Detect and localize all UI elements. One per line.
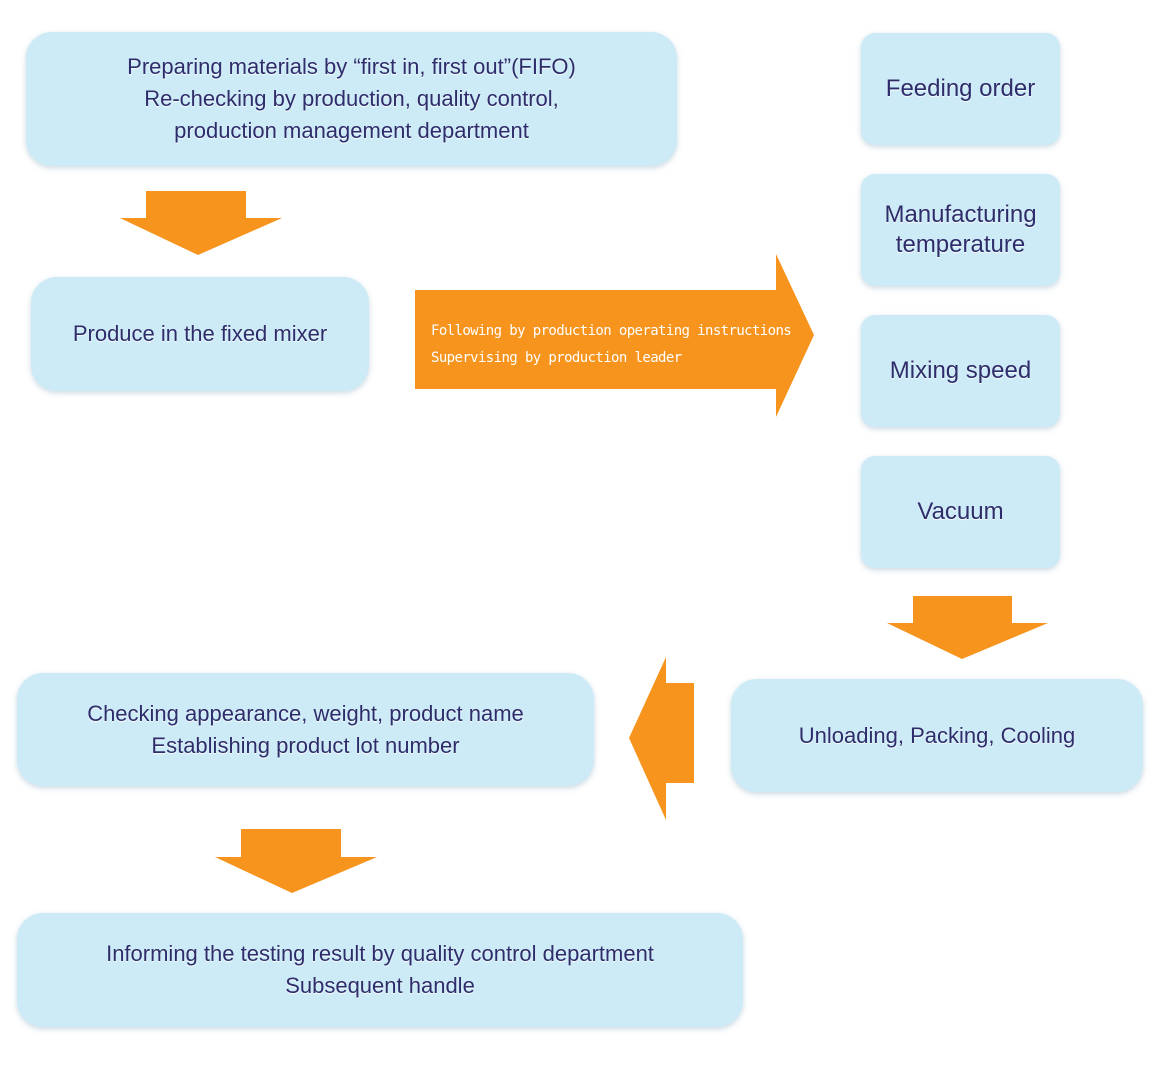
checking-box: Checking appearance, weight, product nam…: [17, 673, 594, 786]
instructions-label: Following by production operating instru…: [431, 318, 792, 372]
param-vacuum: Vacuum: [861, 456, 1060, 568]
param-label: Manufacturing temperature: [884, 201, 1037, 258]
inform-line-1: Informing the testing result by quality …: [106, 941, 654, 966]
prepare-line-1: Preparing materials by “first in, first …: [127, 54, 576, 79]
arrow-down-icon: [120, 191, 282, 255]
produce-mixer-box: Produce in the fixed mixer: [31, 277, 369, 391]
param-label: Feeding order: [885, 75, 1036, 102]
instructions-line-1: Following by production operating instru…: [431, 323, 792, 339]
param-mixing-speed: Mixing speed: [861, 315, 1060, 427]
prepare-materials-box: Preparing materials by “first in, first …: [26, 32, 677, 166]
arrow-down-icon: [215, 829, 377, 893]
param-manufacturing-temperature: Manufacturing temperature: [861, 174, 1060, 286]
unload-line-1: Unloading, Packing, Cooling: [798, 722, 1076, 748]
prepare-line-3: production management department: [174, 118, 529, 143]
param-label: Vacuum: [917, 498, 1004, 525]
param-feeding-order: Feeding order: [861, 33, 1060, 145]
prepare-line-2: Re-checking by production, quality contr…: [144, 86, 559, 111]
check-line-2: Establishing product lot number: [151, 732, 460, 758]
produce-line-1: Produce in the fixed mixer: [72, 321, 328, 346]
param-label: Mixing speed: [889, 357, 1032, 384]
instructions-line-2: Supervising by production leader: [431, 350, 682, 366]
arrow-right-icon: [415, 254, 814, 417]
arrow-down-icon: [887, 596, 1048, 659]
unloading-box: Unloading, Packing, Cooling: [731, 679, 1143, 792]
arrow-left-icon: [629, 657, 694, 820]
check-line-1: Checking appearance, weight, product nam…: [87, 700, 524, 726]
informing-box: Informing the testing result by quality …: [17, 913, 743, 1027]
inform-line-2: Subsequent handle: [285, 973, 475, 998]
